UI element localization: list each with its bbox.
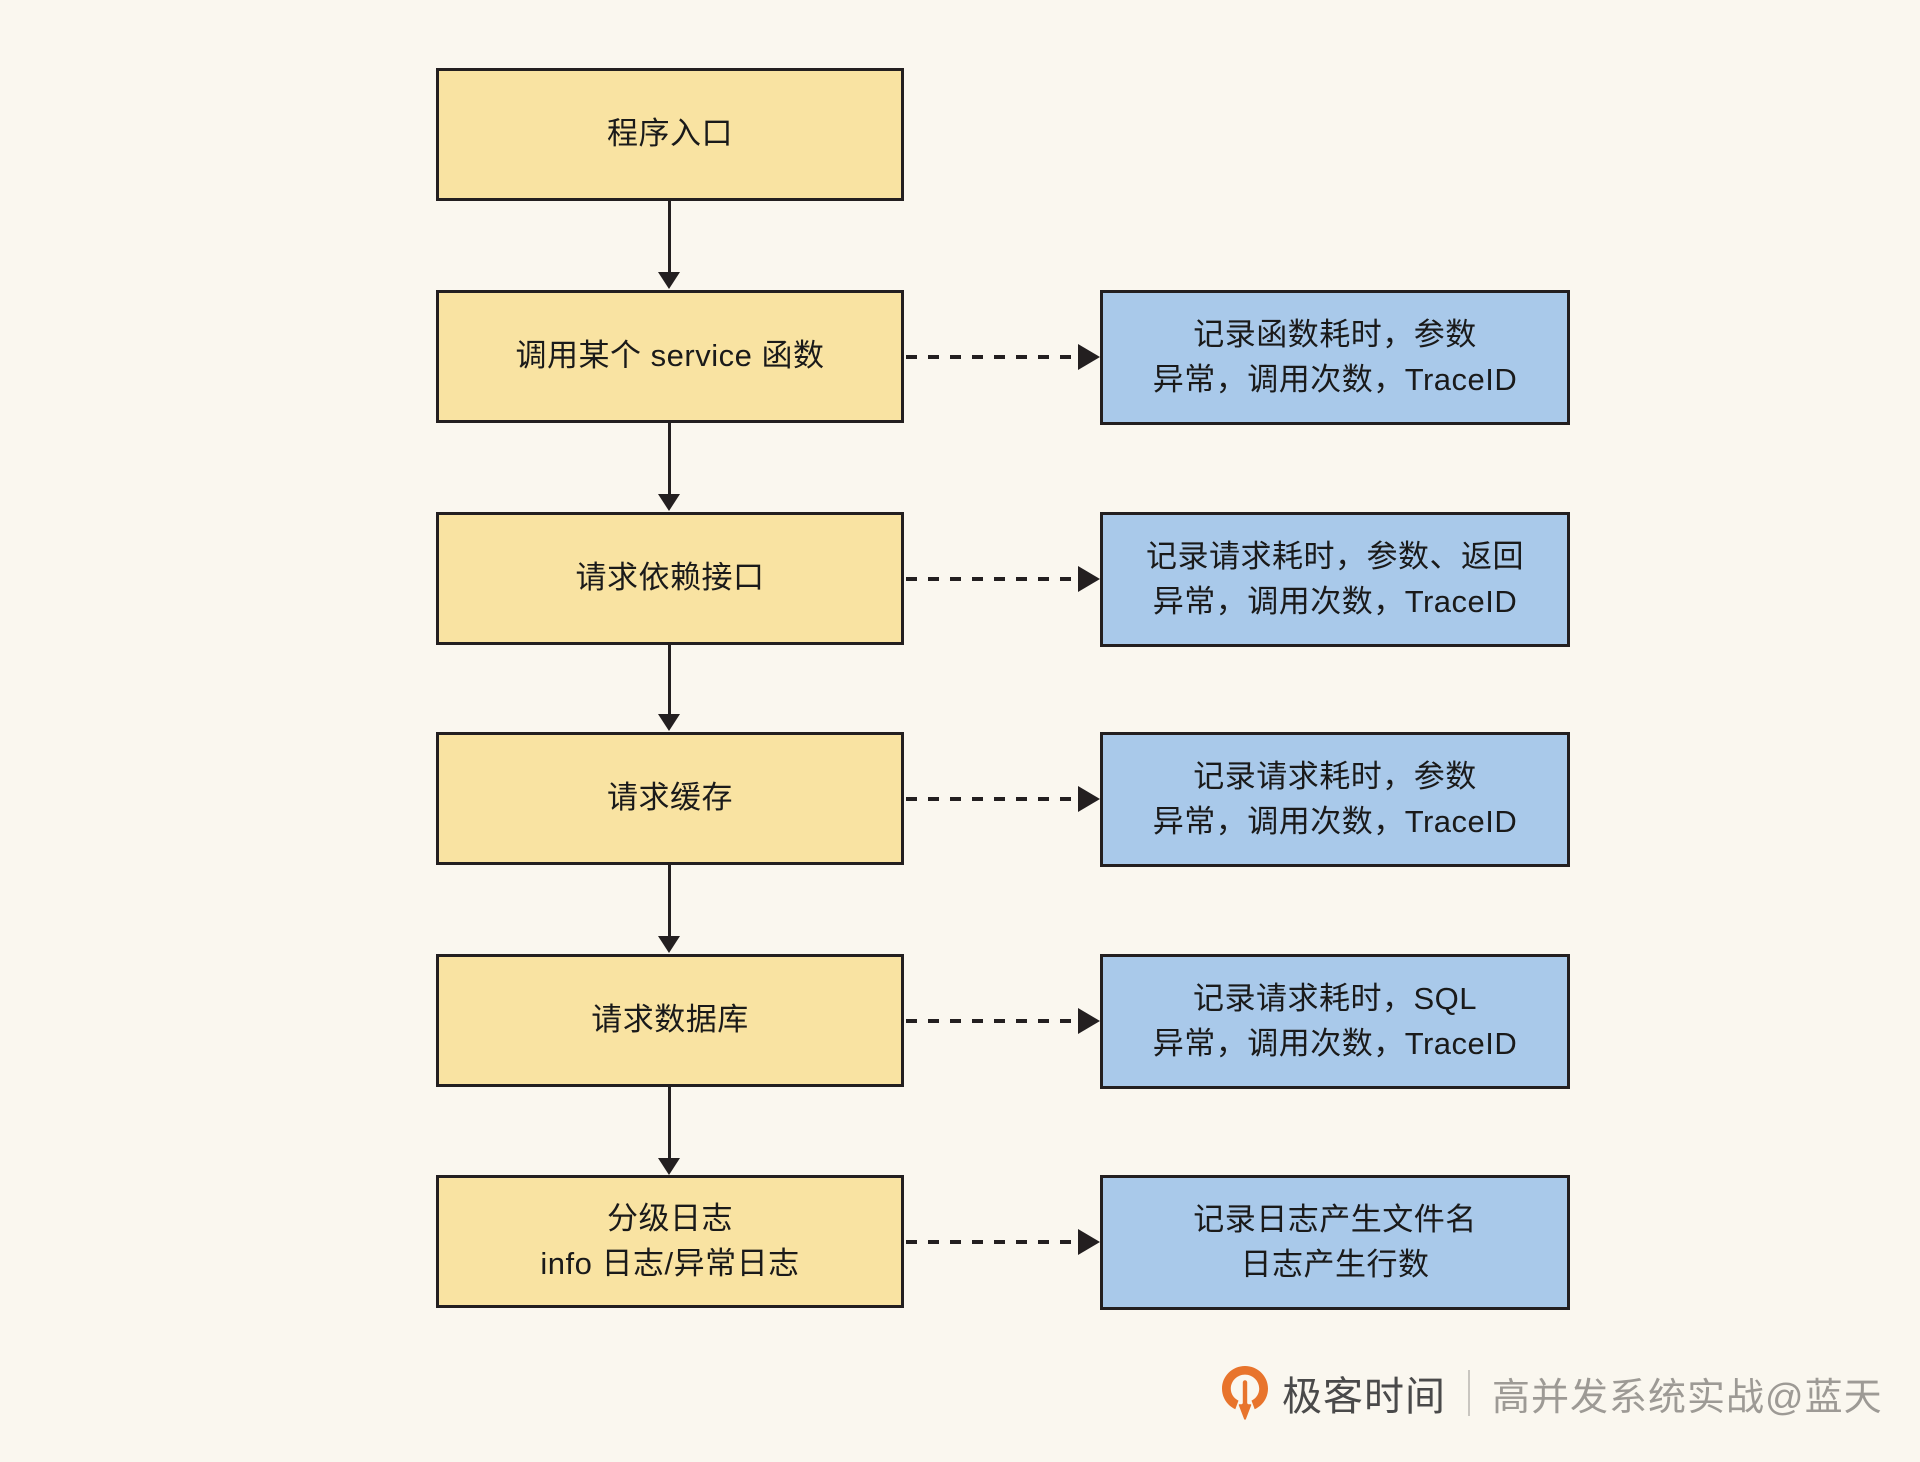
flow-node-call-service[interactable]: 调用某个 service 函数 — [436, 290, 904, 423]
flow-node-label: 请求缓存 — [607, 780, 733, 816]
arrowhead-right-icon — [1078, 566, 1100, 592]
geekbang-logo-icon — [1222, 1366, 1268, 1420]
note-line: 记录请求耗时，参数、返回 — [1146, 539, 1524, 575]
connector-request-database-to-leveled-log — [668, 1087, 671, 1159]
connector-leveled-log-to-note — [906, 1240, 1076, 1244]
note-line: 记录请求耗时，参数 — [1193, 759, 1477, 795]
note-node-request-database[interactable]: 记录请求耗时，SQL 异常，调用次数，TraceID — [1100, 954, 1570, 1089]
note-line: 记录函数耗时，参数 — [1193, 317, 1477, 353]
connector-request-database-to-note — [906, 1019, 1076, 1023]
note-node-request-dependency[interactable]: 记录请求耗时，参数、返回 异常，调用次数，TraceID — [1100, 512, 1570, 647]
flow-node-label: 调用某个 service 函数 — [515, 338, 825, 374]
arrowhead-down-icon — [658, 714, 680, 731]
flow-node-request-cache[interactable]: 请求缓存 — [436, 732, 904, 865]
flow-node-request-database[interactable]: 请求数据库 — [436, 954, 904, 1087]
flow-node-label: 分级日志 — [607, 1201, 733, 1237]
note-node-request-cache[interactable]: 记录请求耗时，参数 异常，调用次数，TraceID — [1100, 732, 1570, 867]
flow-node-label: 请求数据库 — [591, 1002, 749, 1038]
flow-node-label: 请求依赖接口 — [575, 560, 765, 596]
arrowhead-down-icon — [658, 1158, 680, 1175]
flow-node-entry[interactable]: 程序入口 — [436, 68, 904, 201]
arrowhead-down-icon — [658, 272, 680, 289]
footer-branding: 极客时间 高并发系统实战@蓝天 — [1222, 1362, 1883, 1424]
footer-brand-name: 极客时间 — [1282, 1375, 1446, 1419]
note-line: 异常，调用次数，TraceID — [1152, 583, 1518, 619]
note-node-leveled-log[interactable]: 记录日志产生文件名 日志产生行数 — [1100, 1175, 1570, 1310]
note-node-call-service[interactable]: 记录函数耗时，参数 异常，调用次数，TraceID — [1100, 290, 1570, 425]
connector-call-service-to-note — [906, 355, 1076, 359]
connector-request-cache-to-note — [906, 797, 1076, 801]
flow-node-label: info 日志/异常日志 — [540, 1245, 800, 1281]
flow-node-leveled-log[interactable]: 分级日志 info 日志/异常日志 — [436, 1175, 904, 1308]
arrowhead-down-icon — [658, 494, 680, 511]
note-line: 日志产生行数 — [1240, 1246, 1430, 1282]
connector-request-dependency-to-note — [906, 577, 1076, 581]
arrowhead-right-icon — [1078, 1229, 1100, 1255]
note-line: 异常，调用次数，TraceID — [1152, 1025, 1518, 1061]
connector-request-cache-to-request-database — [668, 865, 671, 937]
arrowhead-right-icon — [1078, 786, 1100, 812]
note-line: 记录请求耗时，SQL — [1192, 981, 1478, 1017]
arrowhead-right-icon — [1078, 344, 1100, 370]
connector-request-dependency-to-request-cache — [668, 645, 671, 715]
arrowhead-down-icon — [658, 936, 680, 953]
footer-divider — [1468, 1370, 1470, 1416]
note-line: 异常，调用次数，TraceID — [1152, 803, 1518, 839]
connector-entry-to-call-service — [668, 201, 671, 273]
note-line: 记录日志产生文件名 — [1193, 1202, 1477, 1238]
note-line: 异常，调用次数，TraceID — [1152, 361, 1518, 397]
arrowhead-right-icon — [1078, 1008, 1100, 1034]
footer-subtitle: 高并发系统实战@蓝天 — [1492, 1376, 1883, 1419]
connector-call-service-to-request-dependency — [668, 423, 671, 495]
flow-node-request-dependency[interactable]: 请求依赖接口 — [436, 512, 904, 645]
flow-node-label: 程序入口 — [607, 116, 733, 152]
